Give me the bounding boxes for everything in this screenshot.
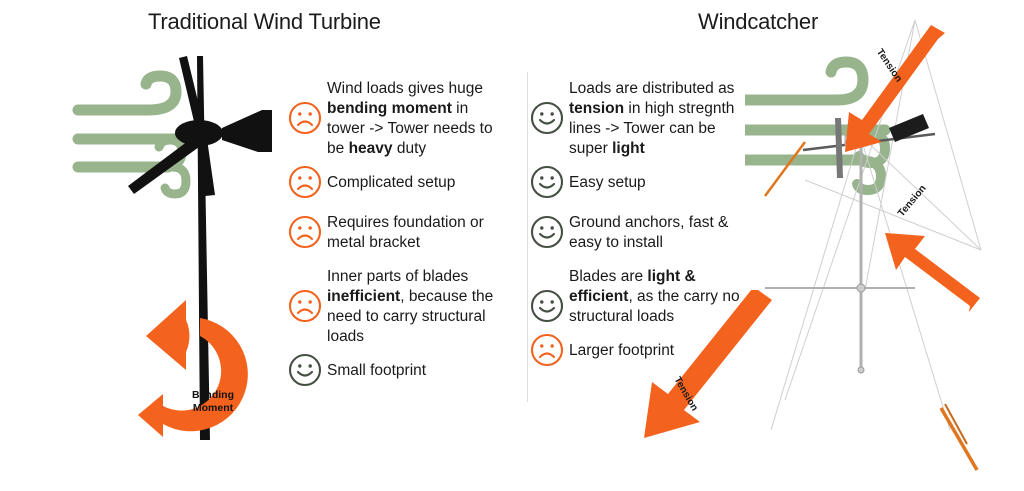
tensioner-turnbuckle [763, 141, 979, 471]
turbine-drawing [72, 56, 272, 440]
list-item-text: Larger footprint [569, 342, 675, 359]
list-item: Small footprint [288, 353, 510, 387]
windcatcher-drawing [739, 19, 982, 471]
tension-arrow-1 [845, 25, 945, 152]
turbine-blades [128, 56, 215, 196]
list-item: Loads are distributed as tension in high… [530, 78, 752, 159]
happy-face-icon [288, 353, 322, 387]
list-item-text: Complicated setup [327, 174, 456, 191]
list-item-text: Ground anchors, fast & easy to install [569, 214, 729, 251]
guy-wires [770, 19, 982, 431]
turbine-nacelle [175, 120, 223, 146]
list-item: Inner parts of blades inefficient, becau… [288, 266, 510, 347]
turbine-tail-fin [222, 110, 272, 152]
happy-face-icon [530, 101, 564, 135]
list-item-text: Blades are light & efficient, as the car… [569, 268, 740, 325]
list-item: Blades are light & efficient, as the car… [530, 266, 752, 327]
list-item-text: Easy setup [569, 174, 646, 191]
list-item: Requires foundation or metal bracket [288, 212, 510, 253]
list-item: Easy setup [530, 165, 752, 199]
page-title-traditional-wind-turbine: Traditional Wind Turbine [148, 9, 381, 34]
sad-face-icon [288, 165, 322, 199]
happy-face-icon [530, 289, 564, 323]
list-item: Wind loads gives huge bending moment in … [288, 78, 510, 159]
list-item-text: Loads are distributed as tension in high… [569, 80, 735, 157]
happy-face-icon [530, 165, 564, 199]
sad-face-icon [288, 101, 322, 135]
list-item-text: Small footprint [327, 362, 427, 379]
column-divider [527, 72, 528, 402]
mast [765, 130, 915, 374]
sad-face-icon [288, 289, 322, 323]
windcatcher-list: Loads are distributed as tension in high… [530, 78, 752, 380]
wind-flow-lines [72, 70, 202, 199]
traditional-wind-turbine-list: Wind loads gives huge bending moment in … [288, 78, 510, 400]
bending-moment-arrow [138, 300, 248, 437]
sad-face-icon [288, 215, 322, 249]
list-item: Ground anchors, fast & easy to install [530, 212, 752, 253]
list-item-text: Requires foundation or metal bracket [327, 214, 484, 251]
tension-arrow-3 [644, 290, 772, 438]
list-item-text: Wind loads gives huge bending moment in … [327, 80, 493, 157]
happy-face-icon [530, 215, 564, 249]
sad-face-icon [530, 333, 564, 367]
tension-arrow-2 [885, 233, 980, 312]
list-item: Larger footprint [530, 333, 752, 367]
list-item-text: Inner parts of blades inefficient, becau… [327, 268, 494, 345]
traditional-wind-turbine-illustration: Bending Moment [0, 0, 290, 491]
windcatcher-illustration [739, 0, 1024, 491]
page-title-windcatcher: Windcatcher [698, 9, 819, 34]
list-item: Complicated setup [288, 165, 510, 199]
